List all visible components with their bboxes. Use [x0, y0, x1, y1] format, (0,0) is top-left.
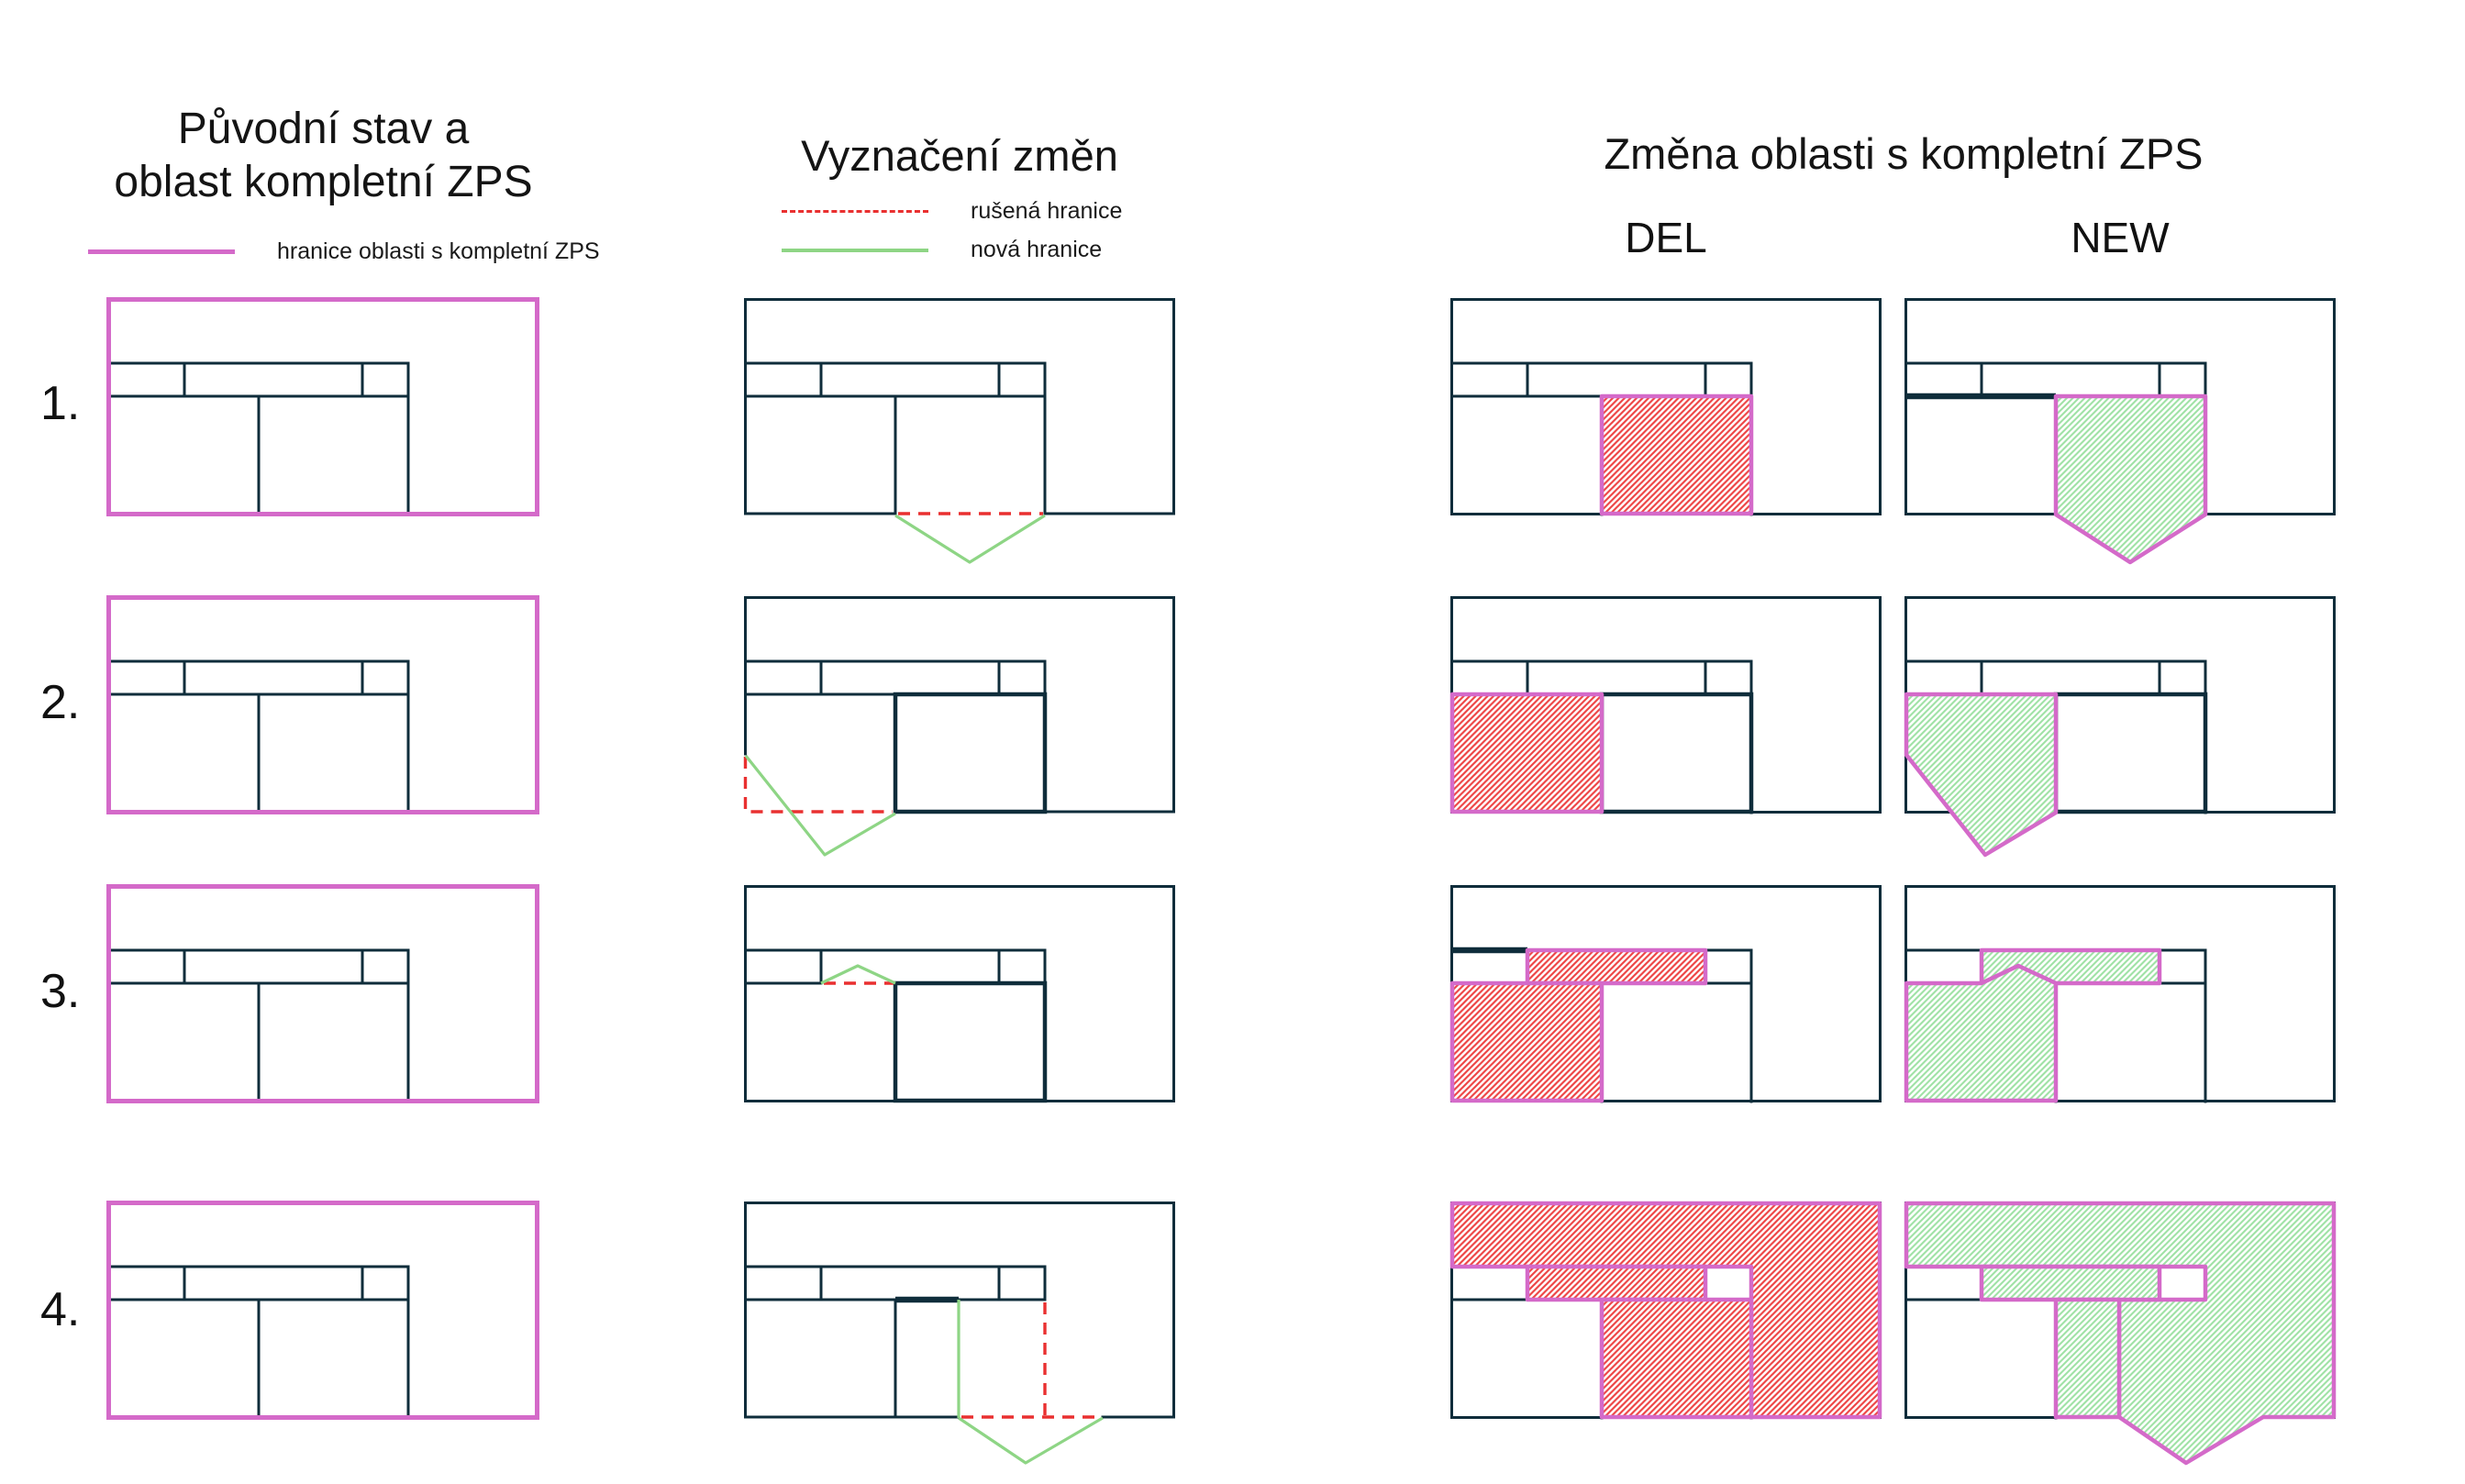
zps-boundary-legend-label: hranice oblasti s kompletní ZPS	[277, 238, 600, 264]
added-area	[2053, 393, 2208, 565]
deleted-area-parcel	[1449, 980, 1604, 1103]
column-original-title-line2: oblast kompletní ZPS	[114, 157, 533, 206]
zps-boundary	[106, 595, 539, 814]
parcel-structure	[744, 596, 1175, 814]
deleted-area-strip	[1525, 947, 1708, 986]
new-boundary-legend-label: nová hranice	[971, 237, 1103, 262]
new-boundary	[820, 964, 896, 985]
diagram-row4-original	[106, 1201, 539, 1477]
new-column-label: NEW	[2071, 214, 2170, 261]
diagram-row2-new	[1904, 596, 2336, 871]
zps-boundary	[106, 297, 539, 516]
new-boundary	[894, 514, 1046, 564]
column-changes-title: Vyznačení změn	[801, 131, 1118, 180]
deleted-area-strip	[1525, 1264, 1708, 1302]
column-result-title: Změna oblasti s kompletní ZPS	[1604, 129, 2204, 178]
diagram-row1-new	[1904, 298, 2336, 573]
parcel-structure	[107, 1202, 539, 1420]
new-boundary	[744, 755, 896, 857]
removed-boundary-swatch	[782, 210, 928, 213]
diagram-row3-original	[106, 884, 539, 1160]
diagram-row4-del	[1449, 1201, 1882, 1477]
row-3-number: 3.	[40, 965, 81, 1018]
diagram-row4-new	[1904, 1201, 2337, 1477]
column-original-title: Původní stav a oblast kompletní ZPS	[55, 103, 592, 208]
del-column-label: DEL	[1625, 214, 1707, 261]
zps-boundary	[106, 884, 539, 1103]
row-4-number: 4.	[40, 1283, 81, 1336]
removed-boundary	[743, 757, 893, 814]
deleted-area	[1449, 692, 1604, 814]
new-boundary-dip	[958, 1416, 1104, 1465]
diagram-row3-changes	[744, 885, 1175, 1160]
diagram-row2-del	[1449, 596, 1882, 871]
deleted-area	[1599, 393, 1754, 516]
diagram-row1-changes	[744, 298, 1175, 573]
diagram-row3-del	[1449, 885, 1882, 1160]
added-area-parcel	[1904, 963, 2059, 1103]
row-1-number: 1.	[40, 377, 81, 430]
row-2-number: 2.	[40, 676, 81, 729]
deleted-area-parcel	[1599, 1297, 1754, 1420]
diagram-row4-changes	[744, 1202, 1175, 1477]
zps-boundary-swatch	[88, 249, 235, 254]
diagram-row1-original	[106, 297, 539, 573]
new-boundary-swatch	[782, 249, 928, 252]
parcel-structure	[107, 885, 539, 1103]
column-original-title-line1: Původní stav a	[177, 105, 470, 153]
added-area-parcel	[2053, 1297, 2122, 1420]
parcel-structure	[107, 298, 539, 516]
added-area	[1904, 692, 2059, 858]
diagram-row2-original	[106, 595, 539, 871]
parcel-structure	[744, 885, 1175, 1103]
parcel-structure	[744, 1202, 1175, 1419]
parcel-structure	[107, 596, 539, 814]
added-area-strip	[1979, 1264, 2162, 1302]
removed-boundary-legend-label: rušená hranice	[971, 198, 1123, 224]
diagram-row2-changes	[743, 596, 1175, 871]
diagram-row3-new	[1904, 885, 2336, 1160]
parcel-structure	[744, 298, 1175, 515]
diagram-row1-del	[1450, 298, 1882, 573]
zps-boundary	[106, 1201, 539, 1420]
